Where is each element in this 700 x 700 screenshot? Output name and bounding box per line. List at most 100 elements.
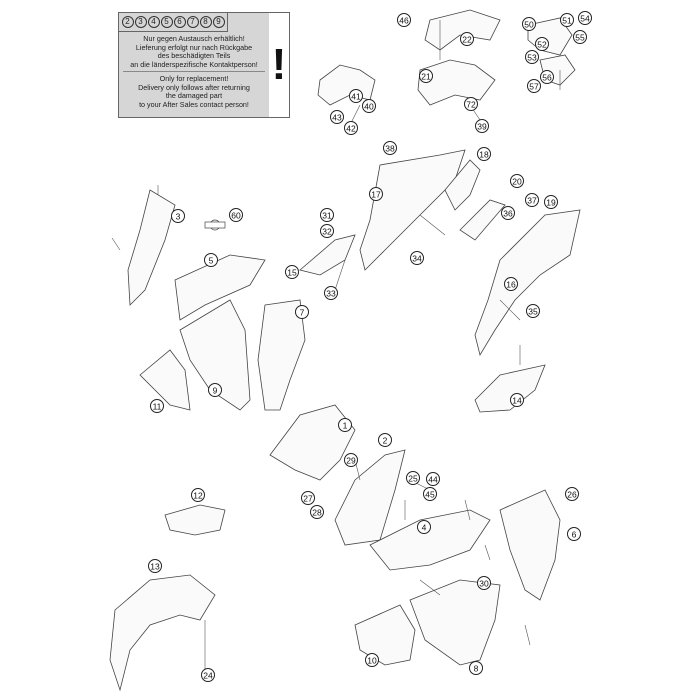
callout-circle — [460, 32, 474, 46]
callout-label: 29 — [346, 456, 356, 466]
callout-43: 43 — [330, 110, 344, 124]
callout-circle — [417, 520, 431, 534]
callout-circle — [369, 187, 383, 201]
callout-label: 42 — [346, 124, 356, 134]
part-2 — [334, 449, 406, 546]
callout-label: 36 — [503, 209, 513, 219]
callout-circle — [560, 13, 574, 27]
callout-50: 50 — [522, 17, 536, 31]
callout-circle — [295, 305, 309, 319]
callout-circle — [567, 527, 581, 541]
leader-lines — [111, 20, 561, 670]
callout-label: 9 — [213, 386, 218, 396]
callout-3: 3 — [171, 209, 185, 223]
part-14 — [474, 364, 546, 413]
callout-label: 46 — [399, 16, 409, 26]
part-17 — [359, 149, 466, 271]
callout-label: 41 — [351, 92, 361, 102]
callout-label: 19 — [546, 198, 556, 208]
callout-41: 41 — [349, 89, 363, 103]
callout-circle — [204, 253, 218, 267]
callout-35: 35 — [526, 304, 540, 318]
callout-circle — [526, 304, 540, 318]
callout-14: 14 — [510, 393, 524, 407]
callout-label: 1 — [343, 421, 348, 431]
callout-circle — [573, 30, 587, 44]
callout-circle — [301, 491, 315, 505]
part-22 — [424, 9, 501, 51]
callout-circle — [540, 70, 554, 84]
callout-label: 24 — [203, 671, 213, 681]
notice-num: 9 — [212, 16, 225, 28]
callout-label: 5 — [209, 256, 214, 266]
callout-circle — [344, 121, 358, 135]
callout-label: 50 — [524, 20, 534, 30]
callout-circle — [475, 119, 489, 133]
part-41 — [317, 64, 376, 106]
callout-circle — [544, 195, 558, 209]
callout-6: 6 — [567, 527, 581, 541]
callout-label: 12 — [193, 491, 203, 501]
callout-label: 44 — [428, 475, 438, 485]
callout-9: 9 — [208, 383, 222, 397]
callout-label: 10 — [367, 656, 377, 666]
callout-label: 60 — [231, 211, 241, 221]
notice-num: 8 — [199, 16, 212, 28]
part-38 — [474, 209, 581, 357]
callout-40: 40 — [362, 99, 376, 113]
callout-label: 56 — [542, 73, 552, 83]
callout-label: 51 — [562, 16, 572, 26]
notice-num: 5 — [160, 16, 173, 28]
callout-12: 12 — [191, 488, 205, 502]
callout-circle — [229, 208, 243, 222]
callout-10: 10 — [365, 653, 379, 667]
callout-circle — [477, 576, 491, 590]
callout-label: 57 — [529, 82, 539, 92]
part-8 — [409, 579, 501, 666]
callout-circle — [522, 17, 536, 31]
callout-label: 53 — [527, 53, 537, 63]
callout-label: 37 — [527, 196, 537, 206]
callout-2: 2 — [378, 433, 392, 447]
callout-39: 39 — [475, 119, 489, 133]
callout-label: 22 — [462, 35, 472, 45]
callout-42: 42 — [344, 121, 358, 135]
callout-label: 4 — [422, 523, 427, 533]
part-18 — [444, 159, 481, 211]
callout-circle — [201, 668, 215, 682]
callout-27: 27 — [301, 491, 315, 505]
part-1 — [269, 404, 356, 481]
callout-circle — [565, 487, 579, 501]
callout-label: 35 — [528, 307, 538, 317]
callout-circle — [208, 383, 222, 397]
callout-4: 4 — [417, 520, 431, 534]
callout-44: 44 — [426, 472, 440, 486]
callout-circle — [527, 79, 541, 93]
callout-57: 57 — [527, 79, 541, 93]
callout-circle — [320, 224, 334, 238]
callout-31: 31 — [320, 208, 334, 222]
callout-label: 28 — [312, 508, 322, 518]
callout-33: 33 — [324, 286, 338, 300]
notice-text-panel: 2 3 4 5 6 7 8 9 Nur gegen Austausch erhä… — [119, 13, 269, 117]
callout-60: 60 — [229, 208, 243, 222]
callout-label: 52 — [537, 40, 547, 50]
part-3 — [127, 189, 176, 306]
part-13 — [109, 574, 216, 692]
callout-label: 54 — [580, 14, 590, 24]
callout-13: 13 — [148, 559, 162, 573]
callout-label: 8 — [474, 664, 479, 674]
callout-26: 26 — [565, 487, 579, 501]
callout-29: 29 — [344, 453, 358, 467]
callout-label: 43 — [332, 113, 342, 123]
callout-15: 15 — [285, 265, 299, 279]
callout-label: 6 — [572, 530, 577, 540]
part-10 — [354, 604, 416, 666]
callout-32: 32 — [320, 224, 334, 238]
notice-num: 2 — [121, 16, 134, 28]
notice-divider — [123, 71, 265, 72]
callout-circle — [324, 286, 338, 300]
callout-circle — [344, 453, 358, 467]
callout-30: 30 — [477, 576, 491, 590]
